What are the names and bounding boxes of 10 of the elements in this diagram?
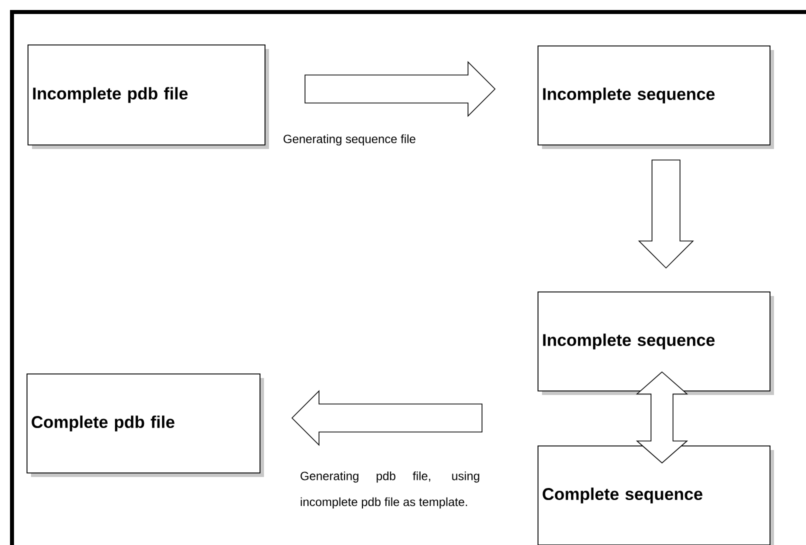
process-box: Complete sequence bbox=[538, 446, 774, 545]
process-box: Incomplete sequence bbox=[538, 292, 774, 395]
block-arrow bbox=[638, 160, 694, 269]
block-arrow bbox=[291, 390, 482, 446]
process-box: Incomplete sequence bbox=[538, 46, 774, 149]
edge-label: Generating pdb file, using incomplete pdb file as template. bbox=[300, 471, 480, 508]
process-box: Incomplete pdb file bbox=[28, 44, 269, 149]
process-box: Complete pdb file bbox=[26, 374, 264, 477]
edge-label: Generating sequence file bbox=[284, 134, 416, 146]
block-arrow bbox=[304, 61, 496, 117]
